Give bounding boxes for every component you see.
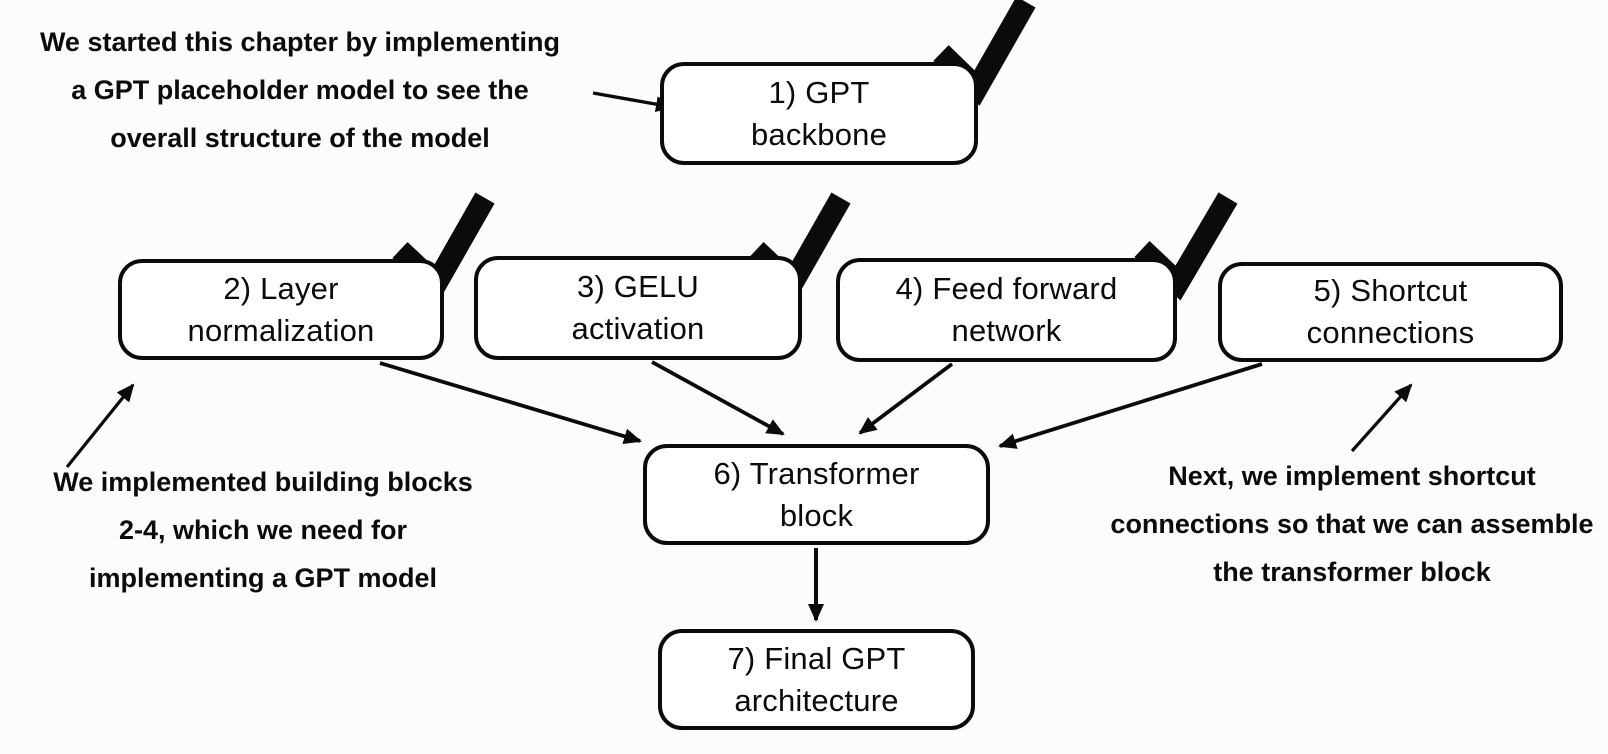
node-label: block [779, 497, 854, 533]
annotation-line: We started this chapter by implementing [39, 27, 561, 57]
annotation-line: We implemented building blocks [53, 467, 473, 497]
node-label: 6) Transformer [713, 455, 920, 491]
node-final-gpt-architecture: 7) Final GPT architecture [658, 629, 975, 730]
node-label: network [951, 313, 1062, 348]
node-shortcut-connections: 5) Shortcut connections [1218, 262, 1563, 362]
node-transformer-block: 6) Transformer block [643, 444, 990, 545]
node-label: backbone [750, 116, 888, 152]
edge-shortcut-connections-to-transformer-block [998, 362, 1263, 449]
node-gelu-activation: 3) GELU activation [474, 256, 802, 360]
annotation-line: Next, we implement shortcut [1168, 461, 1536, 491]
edge-gelu-activation-to-transformer-block [651, 360, 785, 436]
edge-next-step-note-to-shortcut-connections [1350, 383, 1413, 453]
node-label: activation [571, 311, 705, 346]
edge-feed-forward-to-transformer-block [858, 362, 954, 435]
edge-layer-normalization-to-transformer-block [379, 361, 642, 445]
annotation-line: implementing a GPT model [88, 563, 438, 593]
node-label: 2) Layer [223, 270, 339, 306]
node-layer-normalization: 2) Layer normalization [118, 259, 444, 360]
node-feed-forward-network: 4) Feed forward network [836, 258, 1177, 362]
node-label: 3) GELU [577, 269, 699, 304]
node-label: 7) Final GPT [727, 640, 906, 676]
annotation-line: overall structure of the model [110, 123, 490, 153]
node-label: 5) Shortcut [1313, 273, 1468, 308]
edge-building-blocks-note-to-layer-normalization [65, 383, 135, 469]
annotation-line: 2-4, which we need for [118, 515, 408, 545]
node-label: 1) GPT [768, 74, 870, 110]
edge-intro-to-gpt-backbone [592, 91, 674, 113]
annotation-line: connections so that we can assemble [1110, 509, 1594, 539]
annotation-next-step: Next, we implement shortcut connections … [1092, 452, 1608, 596]
annotation-building-blocks: We implemented building blocks 2-4, whic… [23, 458, 503, 602]
node-label: connections [1306, 315, 1475, 350]
node-label: normalization [187, 312, 375, 348]
annotation-line: a GPT placeholder model to see the [71, 75, 529, 105]
annotation-line: the transformer block [1213, 557, 1491, 587]
node-gpt-backbone: 1) GPT backbone [660, 62, 978, 165]
node-label: architecture [734, 682, 899, 718]
node-label: 4) Feed forward [895, 271, 1118, 306]
annotation-intro: We started this chapter by implementing … [20, 18, 580, 162]
